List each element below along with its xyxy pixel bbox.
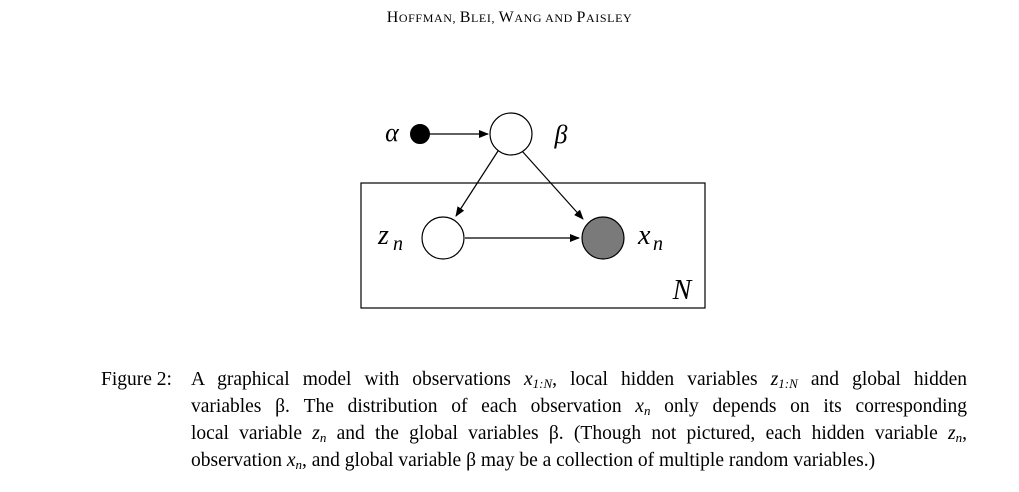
label-x-subscript: n	[653, 233, 663, 255]
running-header: HOFFMAN, BLEI, WANG AND PAISLEY	[0, 9, 1019, 27]
edge-beta-to-z	[455, 150, 499, 217]
label-x: x	[637, 220, 651, 251]
node-beta	[489, 112, 533, 156]
caption-line: observation xn, and global variable β ma…	[191, 450, 876, 472]
node-z	[421, 216, 465, 260]
edge-beta-to-x	[521, 150, 584, 220]
plate-label: N	[672, 275, 693, 306]
node-alpha	[410, 124, 430, 144]
author-initial: W	[498, 9, 515, 26]
author-separator: AND	[542, 11, 577, 25]
author-rest: ANG	[514, 11, 543, 25]
caption-line: A graphical model with observations x1:N…	[191, 369, 968, 391]
author-separator: ,	[491, 11, 499, 25]
label-z-subscript: n	[393, 233, 403, 255]
label-beta: β	[554, 120, 568, 149]
caption-label: Figure 2:	[101, 369, 172, 390]
label-z: z	[377, 220, 389, 251]
author-rest: OFFMAN	[398, 11, 453, 25]
author-initial: P	[576, 9, 587, 26]
caption-line: local variable zn and the global variabl…	[191, 423, 967, 445]
author-initial: B	[459, 9, 471, 26]
author-separator: ,	[452, 11, 460, 25]
caption-line: variables β. The distribution of each ob…	[191, 396, 967, 418]
plate-rectangle	[360, 182, 706, 309]
graphical-model-diagram: α β z n x n N	[360, 112, 706, 309]
node-x	[581, 216, 625, 260]
author-rest: AISLEY	[586, 11, 633, 25]
author-initial: H	[386, 9, 399, 26]
label-alpha: α	[385, 118, 400, 147]
author-rest: LEI	[470, 11, 492, 25]
